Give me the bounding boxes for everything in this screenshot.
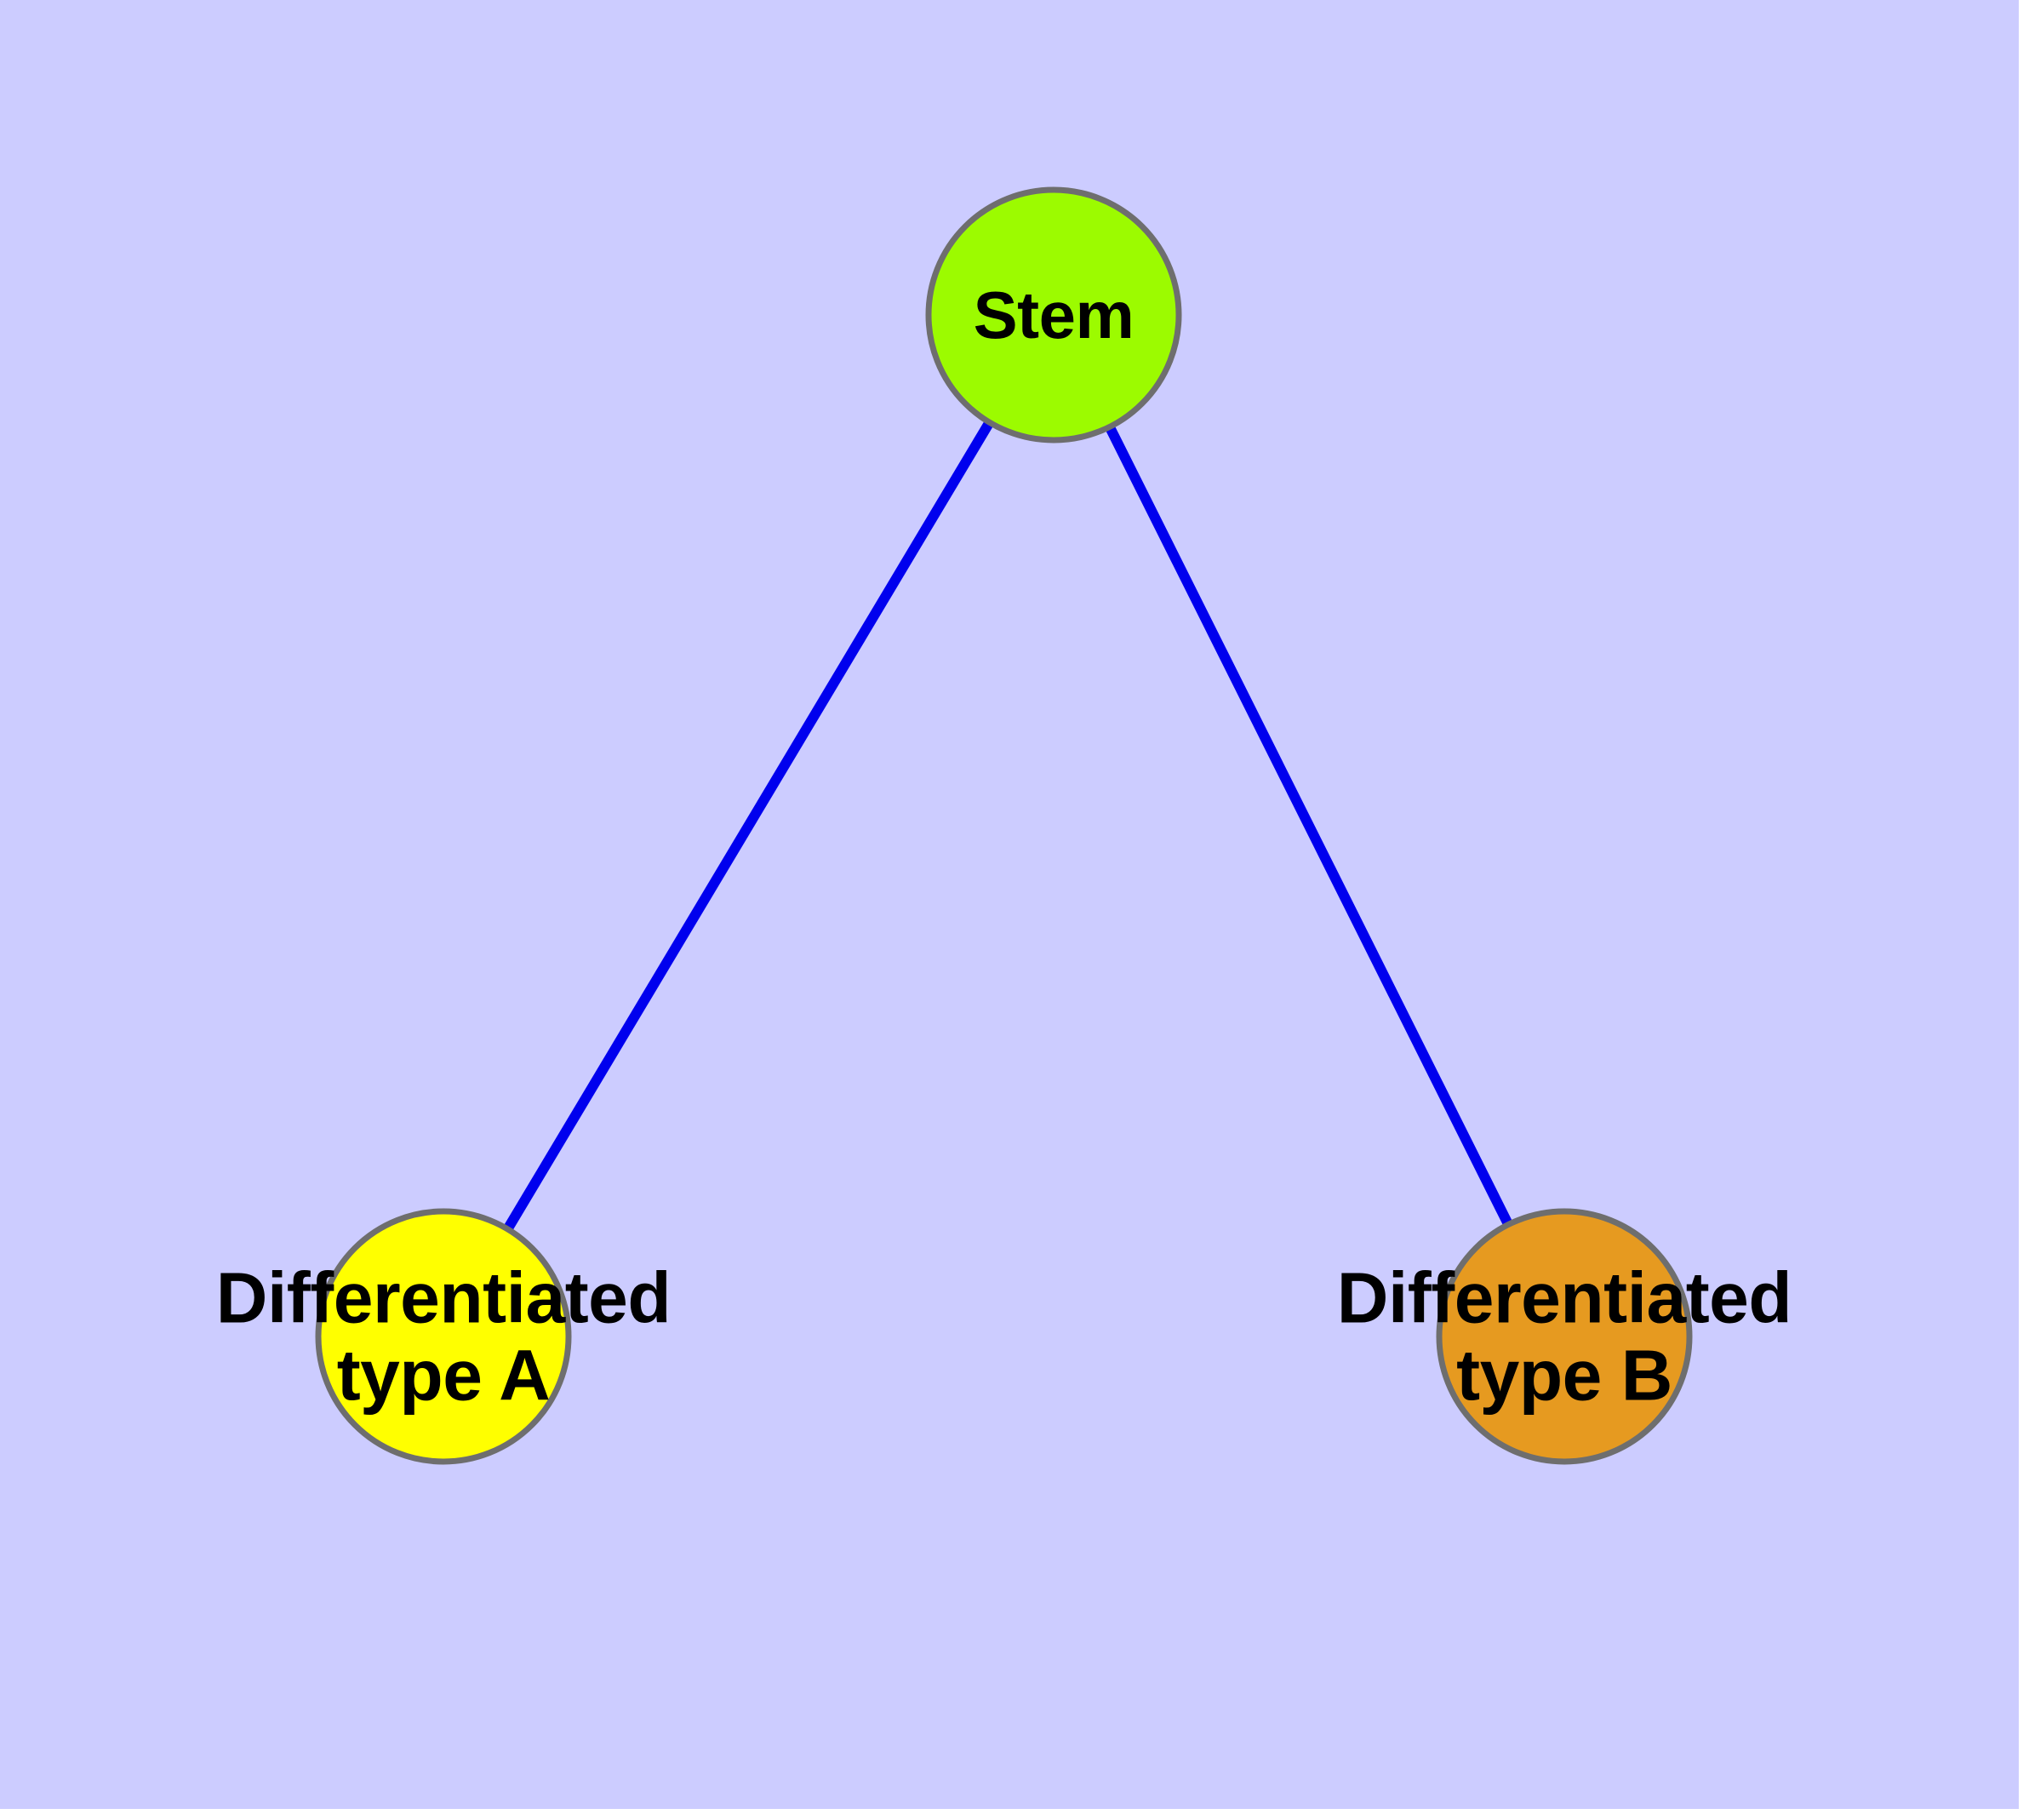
- nodes-layer: [315, 186, 1693, 1465]
- node-stem[interactable]: [925, 186, 1182, 444]
- edge-stem-to-differentiated-type-a[interactable]: [438, 312, 1059, 1340]
- node-differentiated-type-b[interactable]: [1436, 1208, 1693, 1465]
- edge-stem-to-differentiated-type-b[interactable]: [1049, 312, 1569, 1339]
- edges-layer: [438, 312, 1569, 1340]
- node-differentiated-type-a[interactable]: [315, 1208, 572, 1465]
